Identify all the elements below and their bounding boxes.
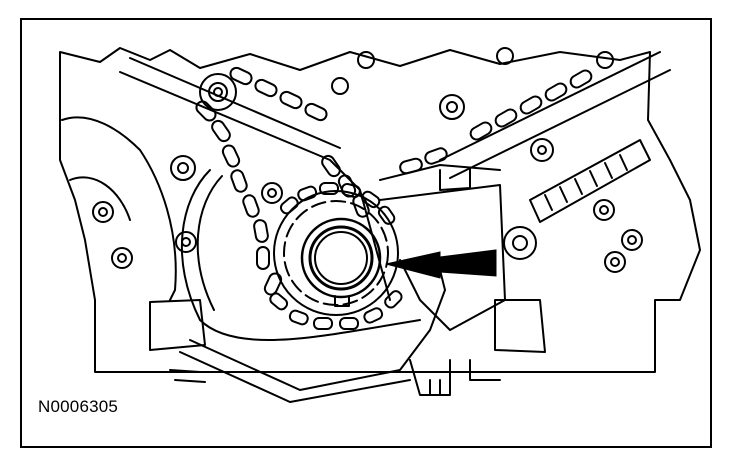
lower-cover-plate [189, 269, 446, 391]
pump-housing [379, 184, 506, 331]
tensioner-arm [180, 169, 421, 341]
crankshaft-sprocket [273, 190, 399, 316]
figure-id-label: N0006305 [38, 397, 119, 416]
callout-arrow [385, 249, 497, 279]
sprocket-chain-wrap [269, 182, 403, 330]
bolt-bosses [92, 47, 643, 273]
left-cover-contour [61, 116, 177, 301]
block-outline [59, 47, 701, 373]
right-timing-chain [399, 51, 671, 223]
left-timing-chain [119, 57, 391, 301]
